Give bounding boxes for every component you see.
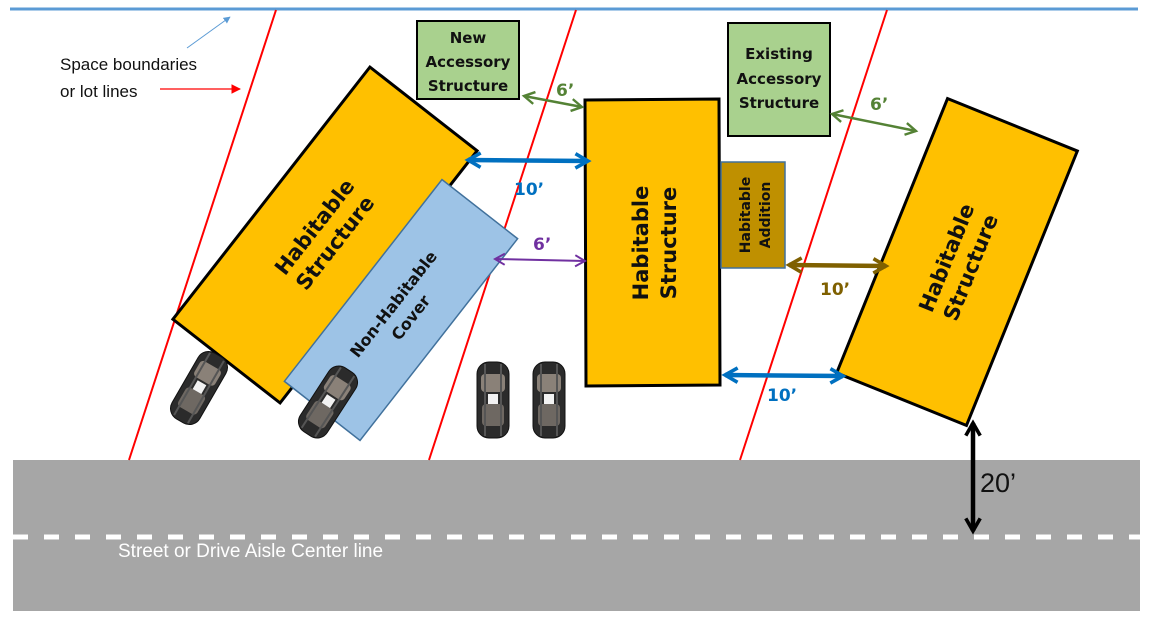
new-accessory-label-2: Accessory xyxy=(426,53,511,71)
existing-accessory-label-3: Structure xyxy=(739,94,819,112)
dim-label-center-to-right: 10’ xyxy=(767,386,797,406)
new-accessory-label-1: New xyxy=(450,29,487,47)
dim-arrow-new-accessory-to-center xyxy=(521,90,585,113)
lot-line-3 xyxy=(739,9,888,461)
dim-arrow-existing-accessory-to-right xyxy=(829,109,919,136)
dim-label-addition-to-right: 10’ xyxy=(820,280,850,300)
new-accessory-label-3: Structure xyxy=(428,77,508,95)
new-accessory-structure: New Accessory Structure xyxy=(416,20,520,100)
addition-label-2: Addition xyxy=(758,182,774,249)
center-habitable-label-2: Structure xyxy=(657,187,681,300)
dim-label-new-accessory-to-center: 6’ xyxy=(556,81,574,101)
center-habitable-structure: Habitable Structure xyxy=(583,97,722,388)
dim-arrow-cover-to-center xyxy=(493,252,587,268)
dim-arrow-left-to-center xyxy=(464,151,592,170)
dim-label-left-to-center: 10’ xyxy=(514,180,544,200)
existing-accessory-label-1: Existing xyxy=(745,45,813,63)
car xyxy=(476,361,510,439)
dim-label-right-to-street-centerline: 20’ xyxy=(980,468,1016,498)
lot-lines-legend-line1: Space boundaries xyxy=(60,55,197,74)
car xyxy=(532,361,566,439)
addition-label-1: Habitable xyxy=(738,177,754,253)
habitable-addition: Habitable Addition xyxy=(720,161,786,269)
lot-line-1 xyxy=(128,9,277,461)
existing-accessory-structure: Existing Accessory Structure xyxy=(727,22,831,137)
dim-arrow-addition-to-right xyxy=(785,256,890,275)
right-habitable-structure: Habitable Structure xyxy=(834,96,1080,428)
existing-accessory-label-2: Accessory xyxy=(737,70,822,88)
dim-label-cover-to-center: 6’ xyxy=(533,235,551,255)
center-habitable-label-1: Habitable xyxy=(629,186,653,301)
car xyxy=(165,346,233,430)
lot-lines-legend-line2: or lot lines xyxy=(60,82,137,101)
street-center-label: Street or Drive Aisle Center line xyxy=(118,541,383,562)
dim-arrow-center-to-right xyxy=(721,366,847,385)
dim-label-existing-accessory-to-right: 6’ xyxy=(870,95,888,115)
rear-boundary-pointer-arrow xyxy=(186,16,231,49)
